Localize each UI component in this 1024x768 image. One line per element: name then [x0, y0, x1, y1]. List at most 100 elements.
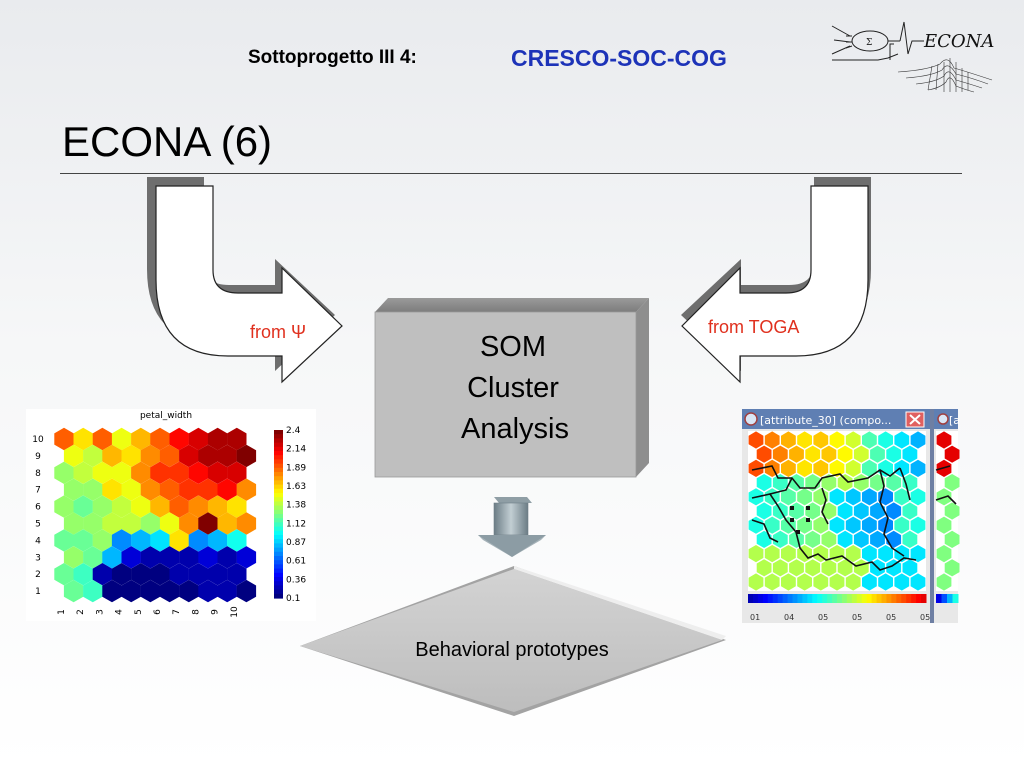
app-window-icon-second — [937, 413, 949, 425]
toga-hex-cell — [756, 530, 772, 548]
som-hex-cell — [131, 563, 151, 586]
toga-colorbar-segment — [901, 594, 907, 603]
toga-colorbar-segment — [911, 594, 917, 603]
som-hex-cell — [73, 461, 93, 484]
toga-hex-cell — [944, 445, 960, 463]
right-arrow-label: from TOGA — [708, 317, 799, 337]
som-hex-cell — [227, 563, 247, 586]
som-hex-cell — [169, 495, 189, 518]
diamond-label: Behavioral prototypes — [415, 639, 608, 661]
toga-titlebar — [742, 409, 930, 429]
som-y-tick: 7 — [35, 486, 41, 496]
som-x-tick: 8 — [191, 609, 201, 615]
toga-colorbar-segment — [851, 594, 858, 603]
toga-colorbar-segment — [797, 594, 803, 603]
som-hex-cell — [92, 563, 113, 586]
som-y-tick: 4 — [35, 536, 41, 546]
toga-hex-cell — [756, 474, 772, 492]
som-hex-cell — [63, 444, 84, 468]
som-hex-cell — [227, 495, 247, 518]
colorbar-tick: 1.12 — [286, 519, 306, 529]
toga-colorbar-segment — [767, 594, 774, 603]
toga-colorbar-segment — [861, 594, 868, 603]
colorbar-tick: 0.87 — [286, 538, 306, 548]
neuron-logo-icon: Σ ECONA — [831, 21, 994, 93]
som-hex-cell — [236, 444, 257, 468]
som-hex-cell — [198, 579, 218, 603]
som-x-tick: 10 — [230, 606, 240, 618]
toga-hex-cell — [886, 474, 902, 492]
toga-hex-cell — [764, 545, 780, 563]
colorbar-segment — [274, 543, 283, 549]
toga-colorbar-segment — [827, 594, 833, 603]
som-x-tick: 2 — [76, 609, 86, 615]
toga-hex-cell — [902, 530, 918, 548]
colorbar-segment — [274, 522, 283, 528]
som-hex-cell — [102, 512, 122, 535]
toga-hex-cell — [870, 530, 885, 548]
som-hex-cell — [169, 461, 189, 484]
toga-colorbar-segment — [916, 594, 922, 603]
toga-hex-cell — [870, 502, 885, 520]
toga-hex-cell — [862, 516, 877, 534]
toga-hex-cell — [910, 516, 926, 534]
toga-hex-cell — [805, 559, 821, 577]
som-cluster-box: SOM Cluster Analysis — [374, 298, 649, 478]
toga-hex-cell — [910, 488, 926, 506]
colorbar-segment — [274, 484, 283, 490]
toga-colorbar-segment — [752, 594, 759, 603]
toga-window-title: [attribute_30] (compo... — [760, 414, 891, 427]
som-hex-cell — [198, 512, 218, 535]
toga-hex-cell — [781, 573, 796, 591]
toga-hex-cell — [821, 502, 837, 520]
toga-hex-cell — [837, 530, 853, 548]
colorbar-segment — [274, 446, 283, 452]
toga-colorbar-segment — [822, 594, 828, 603]
som-hex-cell — [236, 512, 257, 535]
toga-hex-cell — [821, 559, 837, 577]
app-window-icon — [744, 412, 758, 426]
som-hex-cell — [92, 427, 113, 451]
colorbar-segment — [274, 430, 283, 435]
toga-hex-cells — [748, 431, 960, 591]
som-hex-cell — [63, 546, 84, 569]
som-x-tick: 1 — [57, 609, 67, 615]
colorbar-segment — [274, 526, 283, 532]
toga-hex-cell — [772, 530, 788, 548]
som-hex-cell — [140, 444, 161, 468]
colorbar-segment — [274, 568, 283, 574]
toga-colorbar-segment — [841, 594, 848, 603]
colorbar-segment — [274, 505, 283, 511]
som-y-tick: 9 — [35, 452, 41, 462]
colorbar-segment — [274, 493, 283, 498]
toga-axis-tick: 05 — [852, 613, 862, 622]
toga-hex-cell — [936, 545, 952, 563]
som-hex-cell — [217, 478, 237, 501]
toga-splitter — [930, 409, 934, 623]
som-hex-cell — [207, 427, 228, 451]
toga-hex-cell — [821, 474, 837, 492]
close-icon-glyph — [909, 414, 921, 425]
toga-hex-cell — [829, 573, 845, 591]
toga-hex-cell — [870, 474, 885, 492]
colorbar-tick: 0.1 — [286, 594, 300, 604]
som-hex-cell — [188, 461, 209, 484]
toga-hex-cell — [764, 516, 780, 534]
som-hex-cell — [121, 512, 141, 535]
toga-hex-cell — [862, 431, 877, 449]
toga-colorbar-segment — [866, 594, 873, 603]
som-hex-cell — [54, 495, 74, 518]
toga-hex-cell — [837, 474, 853, 492]
som-hex-cell — [150, 461, 170, 484]
toga-colorbar-segment — [921, 594, 927, 603]
som-y-tick: 3 — [35, 553, 41, 563]
som-hex-cell — [131, 495, 151, 518]
toga-hex-cell — [837, 559, 853, 577]
toga-colorbar-segment — [748, 594, 754, 603]
som-hex-cell — [102, 444, 122, 468]
som-hex-cell — [111, 495, 132, 518]
logo-mesh — [897, 58, 993, 93]
toga-hex-cell — [829, 431, 845, 449]
som-hex-cell — [159, 579, 180, 603]
